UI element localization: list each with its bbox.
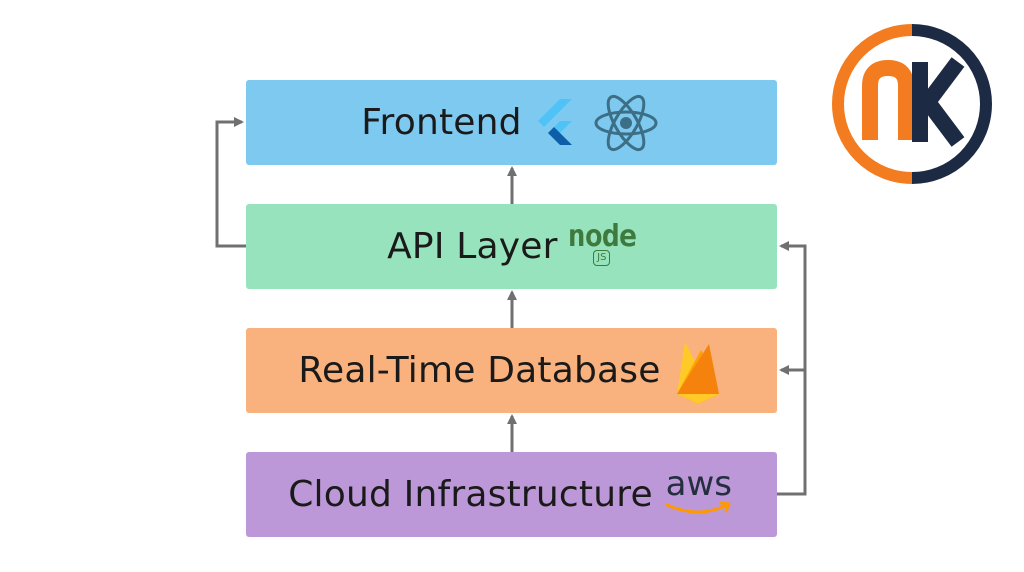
- aws-logo-text: aws: [665, 463, 732, 504]
- aws-smile-icon: [665, 501, 731, 513]
- layer-api: API Layer node JS: [246, 204, 777, 289]
- firebase-icon: [676, 341, 719, 404]
- flutter-icon: [537, 98, 572, 145]
- nodejs-logo-text: node: [567, 219, 637, 254]
- layer-frontend: Frontend: [246, 80, 777, 165]
- layer-label-cloud: Cloud Infrastructure: [288, 474, 653, 515]
- layer-database: Real-Time Database: [246, 328, 777, 413]
- layer-label-database: Real-Time Database: [298, 350, 661, 391]
- react-icon: [594, 94, 658, 151]
- layer-label-api: API Layer: [387, 226, 558, 267]
- layer-label-frontend: Frontend: [361, 102, 522, 143]
- layer-cloud: Cloud Infrastructure aws: [246, 452, 777, 537]
- arrow-api-loop-to-frontend: [215, 117, 246, 248]
- nodejs-icon: node JS: [567, 219, 637, 266]
- nk-logo: [832, 24, 992, 184]
- aws-icon: aws: [663, 467, 735, 517]
- nodejs-badge: JS: [593, 250, 611, 266]
